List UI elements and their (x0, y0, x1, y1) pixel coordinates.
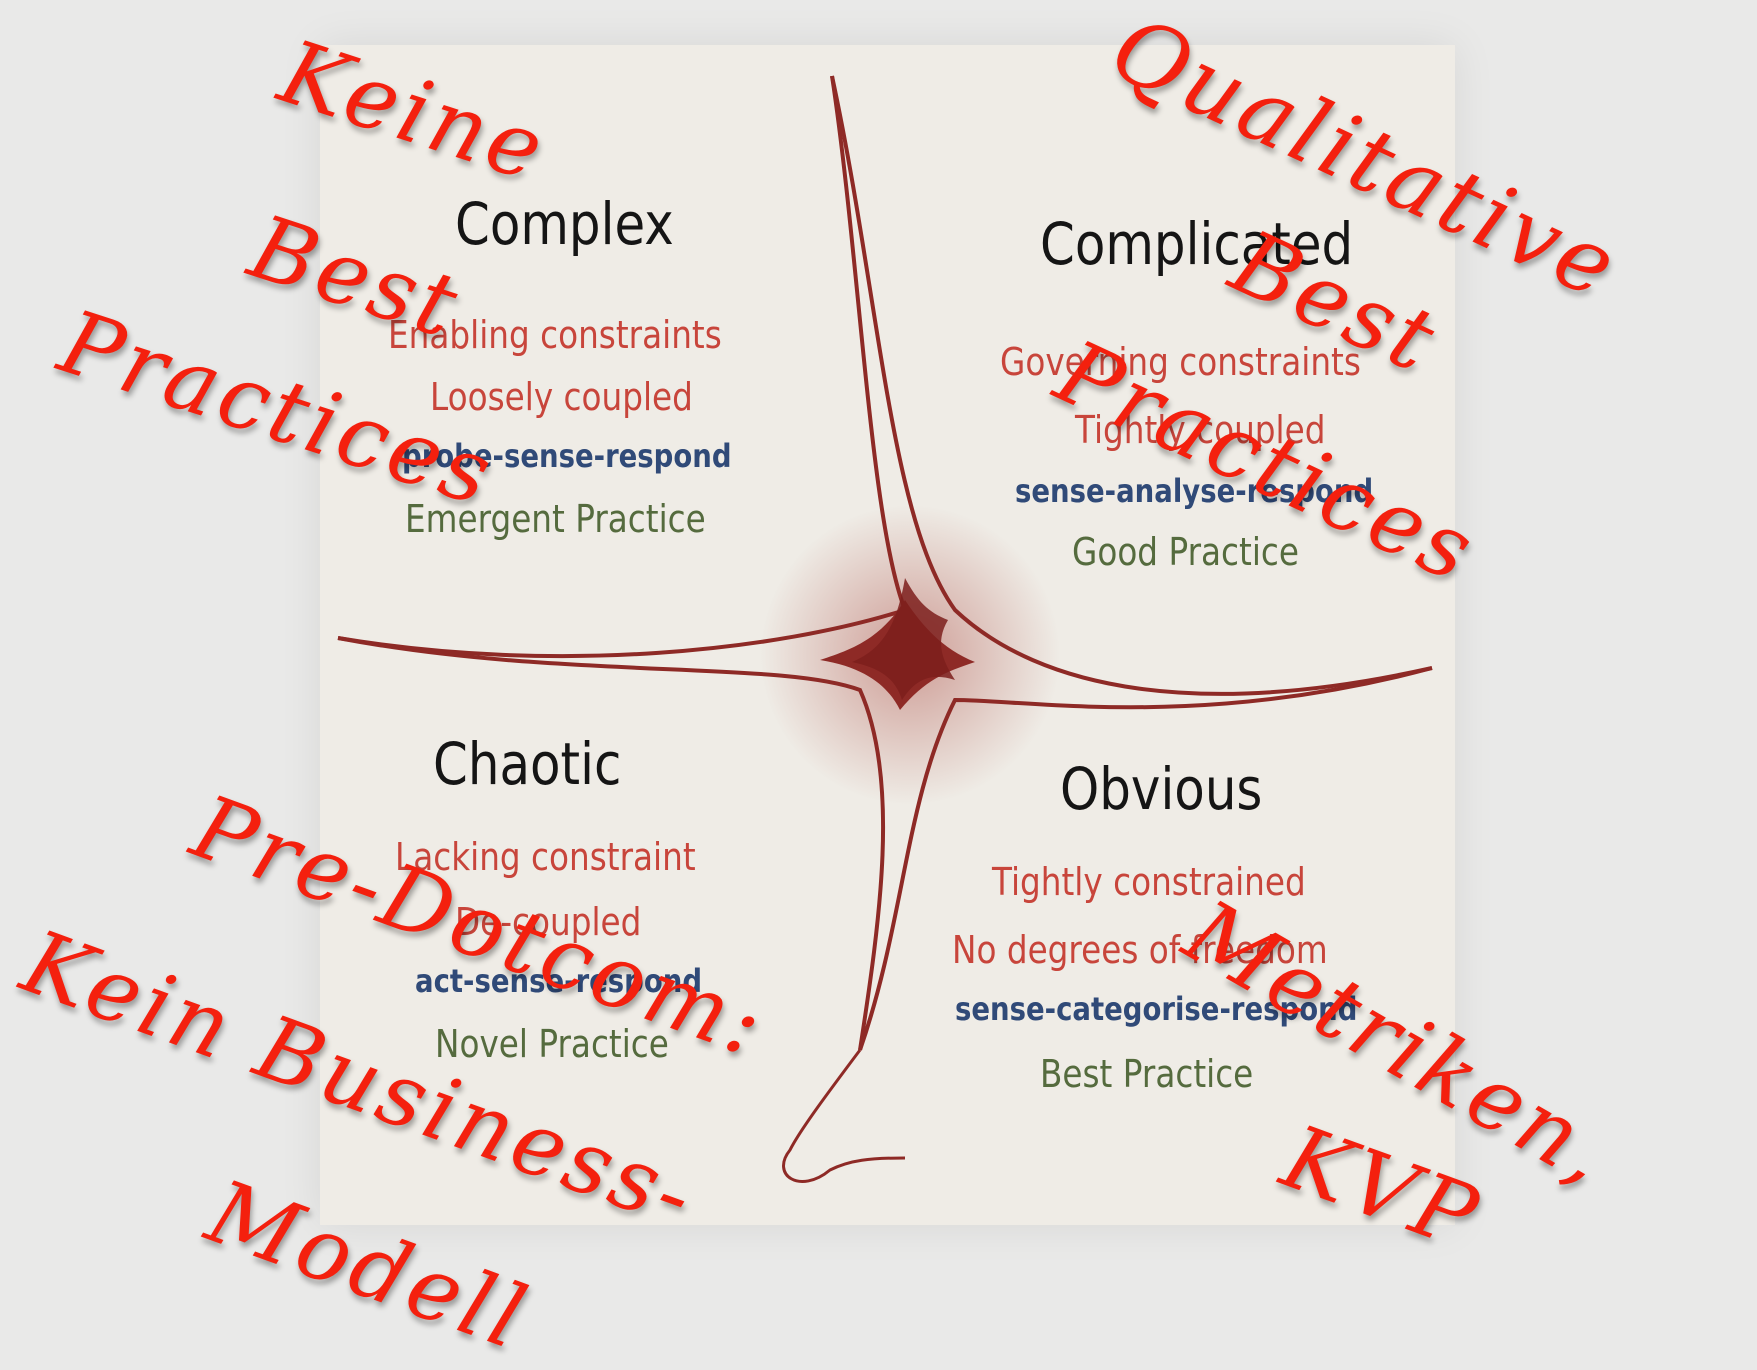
chaotic-title: Chaotic (433, 730, 622, 798)
obvious-title: Obvious (1060, 755, 1263, 823)
center-blob (852, 578, 955, 700)
obvious-constraint: Tightly constrained (992, 860, 1306, 904)
complicated-practice: Good Practice (1072, 530, 1299, 574)
obvious-coupling: No degrees of freedom (952, 928, 1328, 972)
chaotic-method: act-sense-respond (415, 962, 703, 1000)
complicated-title: Complicated (1040, 210, 1354, 278)
chaotic-coupling: De-coupled (455, 900, 642, 944)
complicated-constraint: Governing constraints (1000, 340, 1361, 384)
obvious-practice: Best Practice (1040, 1052, 1254, 1096)
divider-bottom-right (858, 666, 1433, 1051)
obvious-method: sense-categorise-respond (955, 990, 1358, 1028)
complex-coupling: Loosely coupled (430, 375, 693, 419)
complicated-method: sense-analyse-respond (1015, 472, 1374, 510)
complex-practice: Emergent Practice (405, 497, 706, 541)
complex-method: probe-sense-respond (402, 437, 732, 475)
divider-bottom-left (337, 636, 886, 1051)
divider-top-right (830, 75, 1433, 696)
complex-title: Complex (455, 190, 674, 258)
complicated-coupling: Tightly coupled (1075, 408, 1326, 452)
chaotic-constraint: Lacking constraint (395, 835, 696, 879)
chaotic-practice: Novel Practice (435, 1022, 669, 1066)
complex-constraint: Enabling constraints (388, 313, 722, 357)
cliff-curl (782, 1049, 906, 1183)
